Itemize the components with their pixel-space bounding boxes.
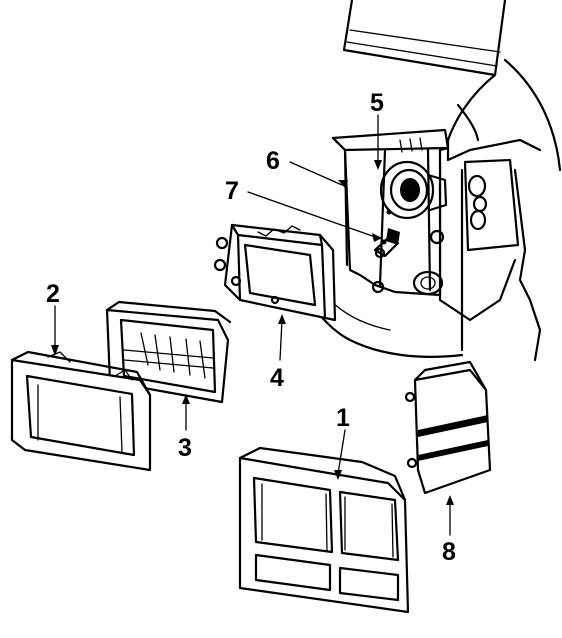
callout-label-7: 7 — [225, 177, 239, 205]
callout-label-4: 4 — [270, 364, 284, 392]
callout-label-1: 1 — [336, 404, 350, 432]
callout-label-3: 3 — [178, 434, 192, 462]
callout-label-6: 6 — [266, 147, 280, 175]
mounting-panel — [331, 128, 450, 297]
leader-line-7 — [247, 191, 379, 239]
leader-line-4 — [279, 319, 283, 361]
vehicle-body — [298, 0, 562, 362]
lamp-mount-bracket — [213, 223, 337, 322]
callout-label-5: 5 — [370, 89, 384, 117]
callout-label-2: 2 — [46, 280, 60, 308]
callout-label-8: 8 — [442, 538, 456, 566]
adjuster-screw — [373, 228, 400, 259]
leader-lines — [51, 114, 454, 536]
leader-line-1 — [337, 429, 346, 475]
headlamp-door — [238, 446, 410, 614]
side-marker-lamp — [404, 360, 492, 495]
leader-line-6 — [289, 161, 343, 186]
headlamp-bezel — [10, 350, 152, 472]
